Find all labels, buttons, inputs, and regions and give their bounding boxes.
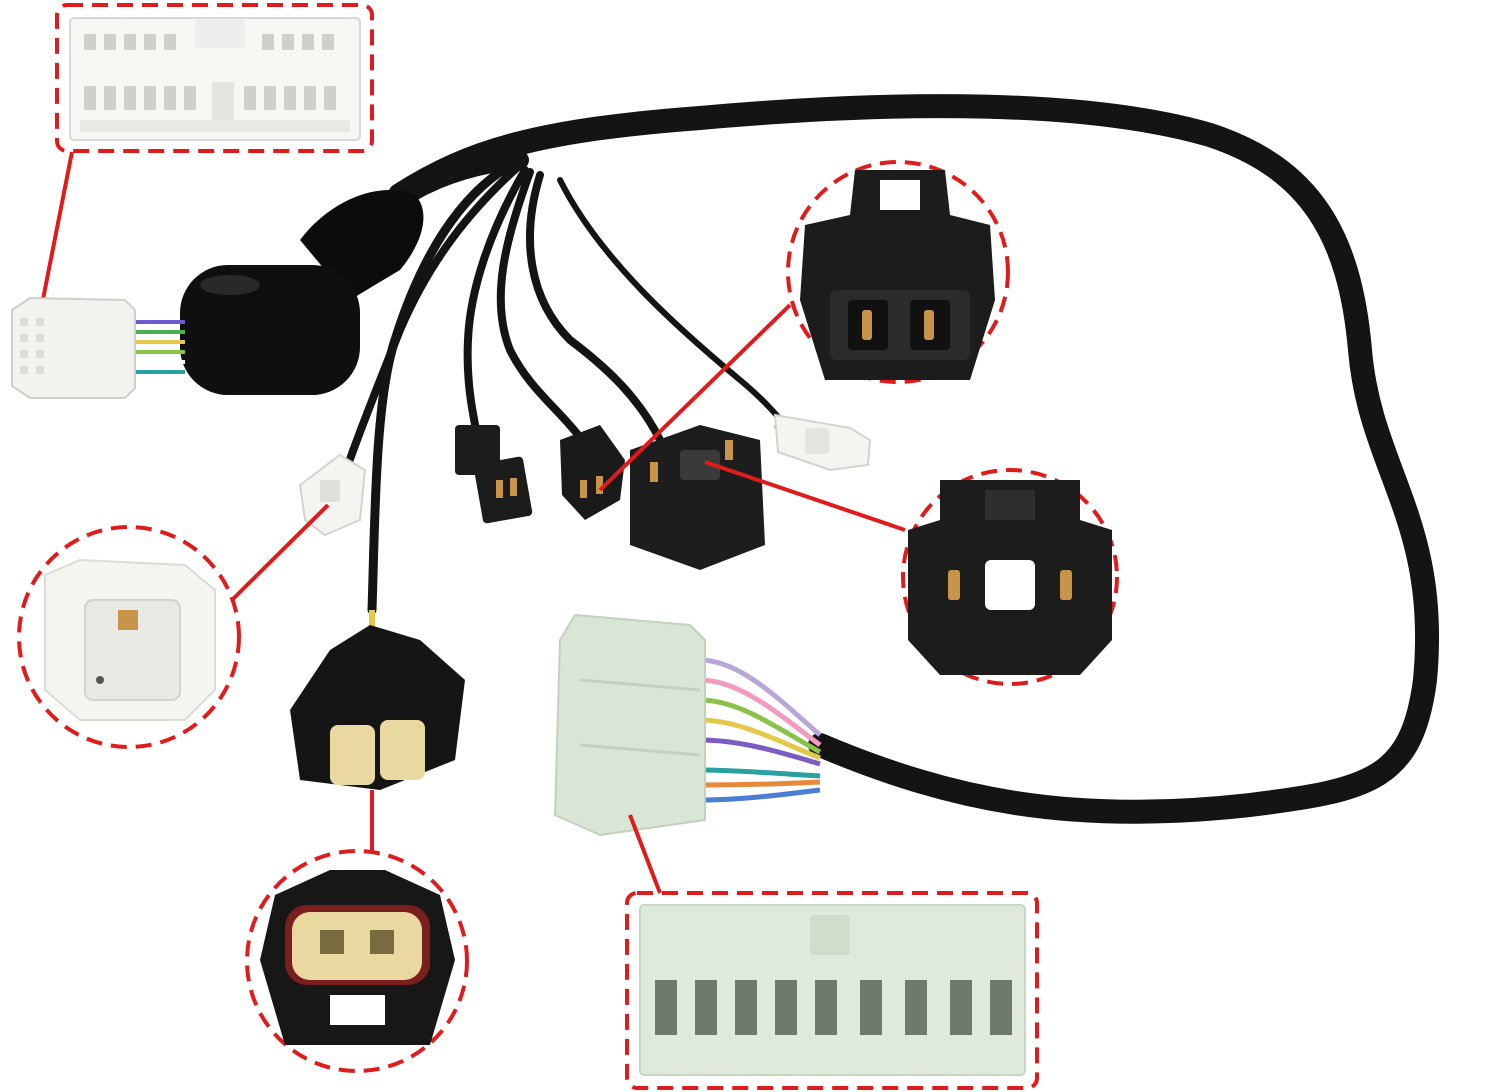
mint-multi-pin-connector-detail (625, 891, 1039, 1090)
mint-multi-pin-connector (553, 613, 822, 837)
black-sealed-two-pin-plug (290, 610, 465, 790)
callout-leader-line (230, 503, 330, 602)
black-two-pin-socket (560, 425, 625, 520)
black-protective-boot (180, 190, 424, 395)
white-small-plug-right (773, 413, 872, 472)
black-relay-socket (630, 425, 765, 570)
white-small-plug-detail (17, 525, 241, 749)
black-small-two-pin-plug (455, 425, 533, 524)
callout-leader-line (598, 303, 792, 492)
white-multi-pin-connector-detail (55, 3, 374, 153)
black-sealed-two-pin-plug-detail (245, 849, 469, 1073)
black-two-pin-socket-detail (786, 160, 1010, 384)
callout-leader-line (704, 460, 906, 532)
white-multi-pin-connector (11, 296, 185, 399)
callout-leader-line (628, 814, 662, 894)
black-relay-socket-detail (901, 468, 1119, 686)
